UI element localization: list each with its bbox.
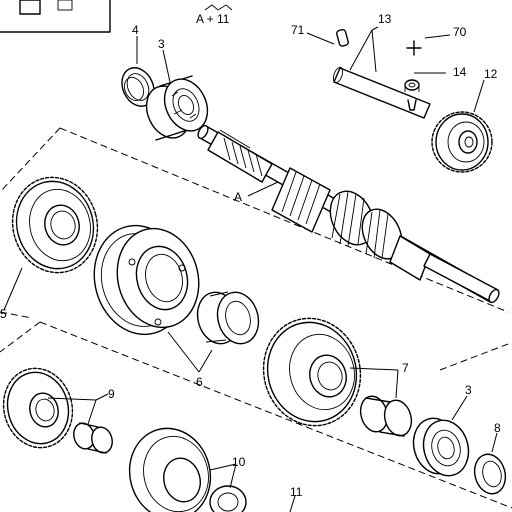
label-6: 6 [196,375,203,389]
label-70: 70 [453,25,467,39]
main-shaft-A [197,124,500,304]
leader-lines [3,26,498,512]
label-9: 9 [108,387,115,401]
bearing-3-bottom [412,417,470,477]
key-strip-13 [332,28,431,119]
assembly-outline-1 [0,127,509,371]
label-14: 14 [453,65,467,79]
label-12: 12 [484,67,498,81]
label-71: 71 [291,23,305,37]
label-5: 5 [0,307,7,321]
label-10: 10 [232,455,246,469]
assembly-outline-2 [0,321,512,509]
needle-bearing-6 [196,291,260,345]
seal-ring-4 [121,67,155,107]
label-3-top: 3 [158,37,165,51]
washer-14 [404,79,420,111]
bush-9 [73,422,113,454]
seal-ring-8 [473,453,507,495]
synchro-hub-10 [128,427,247,512]
gear-12 [431,111,493,173]
label-13: 13 [378,12,392,26]
label-3-bottom: 3 [465,383,472,397]
reference-label: A + 11 [196,12,230,26]
label-4: 4 [132,23,139,37]
label-A: A [234,190,242,204]
label-11: 11 [290,485,303,499]
screw-70 [406,40,422,56]
bush-7 [359,395,413,437]
label-7: 7 [402,361,409,375]
bearing-3-top [145,75,209,141]
gear-5 [11,176,99,274]
synchro-hub-6 [93,224,200,336]
gear-bottom-left [2,367,74,449]
part-labels: 4 3 71 13 70 14 12 A 5 6 7 3 8 9 10 11 [0,12,501,499]
corner-frame [0,0,111,33]
gear-7 [262,317,362,427]
reference-mark: A + 11 [196,4,233,26]
label-8: 8 [494,421,501,435]
